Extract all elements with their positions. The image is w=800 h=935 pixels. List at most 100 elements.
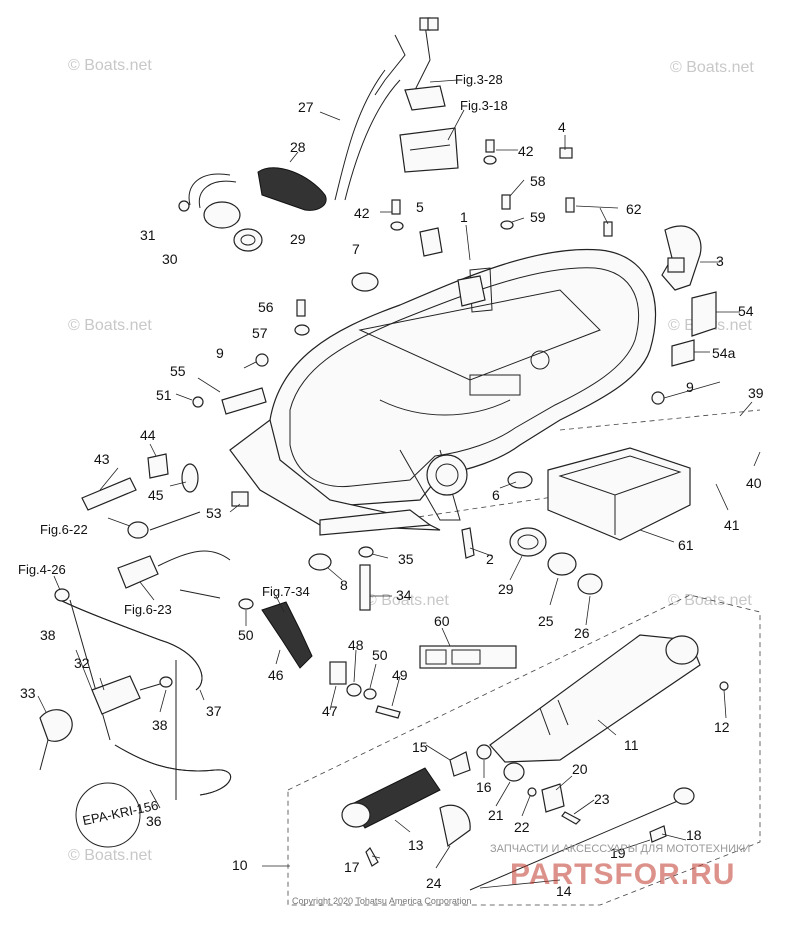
tiller-handle	[341, 634, 729, 891]
shop-caption: ЗАПЧАСТИ И АКСЕССУАРЫ ДЛЯ МОТОТЕХНИКИ	[490, 843, 750, 855]
part-label-57: 57	[252, 325, 268, 341]
part-label-31: 31	[140, 227, 156, 243]
watermark-1: © Boats.net	[68, 57, 152, 74]
part-label-50b: 50	[372, 647, 388, 663]
part-label-9a: 9	[216, 345, 224, 361]
bolts	[192, 139, 665, 408]
ref-fig-3-18: Fig.3-18	[460, 98, 508, 113]
hook-insert	[667, 257, 685, 273]
part-label-35: 35	[398, 551, 414, 567]
ref-fig-3-28: Fig.3-28	[455, 72, 503, 87]
part-label-18: 18	[686, 827, 702, 843]
part-label-10: 10	[232, 857, 248, 873]
watermark-6: © Boats.net	[668, 592, 752, 609]
part-label-25: 25	[538, 613, 554, 629]
part-label-44: 44	[140, 427, 156, 443]
label-plate-54a	[671, 339, 695, 367]
caution-label-60	[419, 645, 517, 669]
washer-35	[358, 546, 374, 558]
pin-2	[461, 527, 475, 559]
part-label-2: 2	[486, 551, 494, 567]
part-label-62: 62	[626, 201, 642, 217]
part-label-20: 20	[572, 761, 588, 777]
grommet-8	[308, 553, 332, 571]
shop-brand-logo: PARTSFOR.RU	[510, 858, 735, 891]
part-label-30: 30	[162, 251, 178, 267]
bolt-49	[375, 705, 401, 719]
part-label-54: 54	[738, 303, 754, 319]
part-label-37: 37	[206, 703, 222, 719]
washer-48	[346, 683, 362, 697]
part-label-55: 55	[170, 363, 186, 379]
grommet-7	[351, 272, 379, 292]
part-label-4: 4	[558, 119, 566, 135]
tiller-assembly-box	[287, 594, 761, 906]
fuel-connector-32	[91, 675, 141, 715]
part-label-51: 51	[156, 387, 172, 403]
part-label-11: 11	[624, 737, 639, 753]
part-label-16: 16	[476, 779, 492, 795]
guide-dash-1	[559, 409, 761, 431]
part-label-43: 43	[94, 451, 110, 467]
part-label-36: 36	[146, 813, 162, 829]
part-label-41: 41	[724, 517, 740, 533]
part-label-9b: 9	[686, 379, 694, 395]
collar-47	[329, 661, 347, 685]
part-label-54a: 54a	[712, 345, 736, 361]
grommet-29-top	[233, 228, 263, 252]
bottom-pad	[547, 447, 691, 541]
part-labels: 1 2 3 4 5 6 7 8 9 9 10 11 12 13 14 15 16…	[20, 99, 764, 899]
part-label-13: 13	[408, 837, 424, 853]
part-label-42a: 42	[518, 143, 534, 159]
plug-5	[419, 227, 443, 257]
cover-30	[203, 201, 241, 229]
part-label-22: 22	[514, 819, 530, 835]
part-label-26: 26	[574, 625, 590, 641]
part-label-50a: 50	[238, 627, 254, 643]
bolt-34	[359, 564, 371, 611]
ref-fig-7-34: Fig.7-34	[262, 584, 310, 599]
part-label-1: 1	[460, 209, 468, 225]
part-label-49: 49	[392, 667, 408, 683]
part-label-7: 7	[352, 241, 360, 257]
watermark-2: © Boats.net	[670, 59, 754, 76]
part-label-47: 47	[322, 703, 338, 719]
ref-fig-6-22: Fig.6-22	[40, 522, 88, 537]
screw-31	[178, 200, 190, 212]
part-label-15: 15	[412, 739, 428, 755]
part-label-5: 5	[416, 199, 424, 215]
part-label-3: 3	[716, 253, 724, 269]
grommet-6	[507, 471, 533, 489]
kill-switch-33	[39, 709, 73, 742]
label-plate-55	[221, 387, 267, 415]
part-label-56: 56	[258, 299, 274, 315]
grommet-29-low	[509, 527, 547, 557]
watermark-3: © Boats.net	[68, 317, 152, 334]
part-label-34: 34	[396, 587, 412, 603]
part-label-58: 58	[530, 173, 546, 189]
washer-25	[547, 552, 577, 576]
part-label-33: 33	[20, 685, 36, 701]
watermark-7: © Boats.net	[68, 847, 152, 864]
washer-50	[363, 688, 377, 700]
part-label-12: 12	[714, 719, 730, 735]
part-label-21: 21	[488, 807, 504, 823]
lever-46	[261, 601, 313, 669]
fuel-lines	[188, 17, 439, 211]
part-label-45: 45	[148, 487, 164, 503]
part-label-24: 24	[426, 875, 442, 891]
left-side-parts	[81, 453, 254, 610]
fuel-connector-top	[404, 85, 446, 111]
ref-fig-6-23: Fig.6-23	[124, 602, 172, 617]
part-label-39: 39	[748, 385, 764, 401]
copyright-text: Copyright 2020 Tohatsu America Corporati…	[292, 896, 471, 906]
bottom-cowl	[229, 248, 657, 536]
part-label-46: 46	[268, 667, 284, 683]
part-label-61: 61	[678, 537, 694, 553]
part-label-38b: 38	[152, 717, 168, 733]
part-label-59: 59	[530, 209, 546, 225]
part-label-17: 17	[344, 859, 360, 875]
part-label-28: 28	[290, 139, 306, 155]
